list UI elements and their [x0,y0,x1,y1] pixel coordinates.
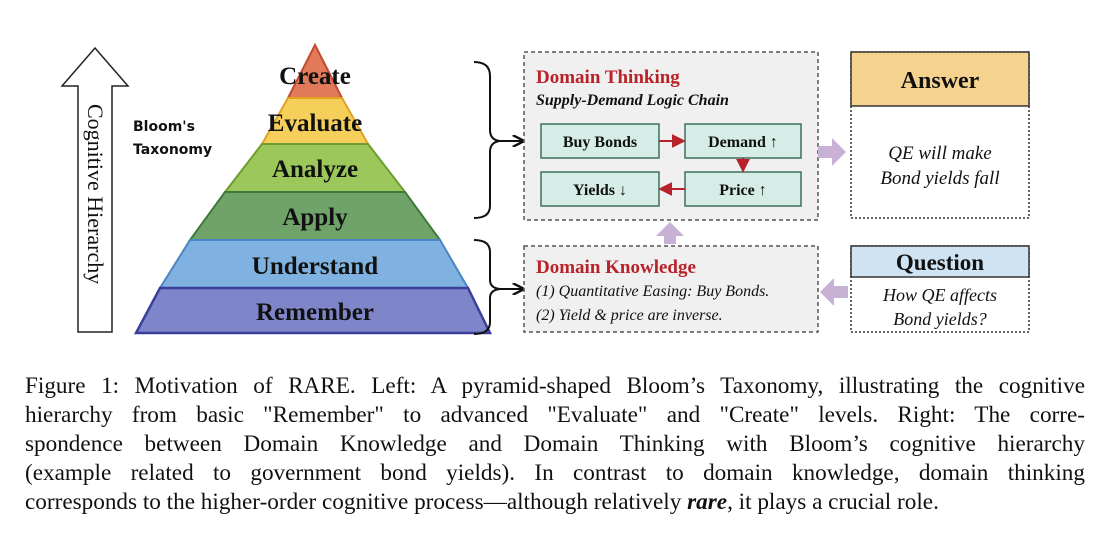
taxonomy-label-line1: Bloom's [133,119,195,135]
level-remember-band [133,286,493,335]
node-yields [540,171,660,207]
hierarchy-arrow: Cognitive Hierarchy [60,46,130,333]
answer-box: Answer QE will make Bond yields fall [850,51,1030,219]
node-demand-label: Demand ↑ [708,134,778,151]
answer-header: Answer [901,68,980,94]
level-evaluate-label: Evaluate [268,110,362,137]
caption-emphasis-rare: rare [687,489,728,515]
caption-line-5: corresponds to the higher-order cognitiv… [25,488,1085,517]
domain-knowledge-box: Domain Knowledge (1) Quantitative Easing… [523,245,819,333]
question-header: Question [896,250,984,275]
answer-header-bg [850,51,1030,107]
level-remember-label: Remember [256,299,374,326]
domain-knowledge-title: Domain Knowledge [536,257,696,278]
caption-line-4: (example related to government bond yiel… [25,460,1085,486]
node-price-label: Price ↑ [719,182,767,199]
figure-diagram: Cognitive Hierarchy Bloom's Taxonomy Cre… [60,42,1030,335]
level-create-label: Create [279,63,351,90]
question-line1: How QE affects [882,285,997,305]
domain-thinking-title: Domain Thinking [536,67,680,88]
question-header-bg [850,245,1030,278]
level-apply-label: Apply [282,204,348,231]
arrow-question-to-knowledge [820,278,848,306]
domain-knowledge-line2: (2) Yield & price are inverse. [536,307,723,324]
caption-line-1: Figure 1: Motivation of RARE. Left: A py… [25,373,1085,399]
hierarchy-axis-label: Cognitive Hierarchy [83,104,108,284]
caption-line-3: spondence between Domain Knowledge and D… [25,431,1085,457]
node-buy-bonds-label: Buy Bonds [563,134,637,151]
answer-line2: Bond yields fall [880,168,999,189]
arrow-knowledge-to-thinking [656,222,684,244]
node-price [684,171,802,207]
caption-line-5-post: , it plays a crucial role. [727,489,939,515]
arrow-thinking-to-answer [818,138,846,166]
domain-knowledge-line1: (1) Quantitative Easing: Buy Bonds. [536,283,769,300]
caption-line-5-pre: corresponds to the higher-order cognitiv… [25,489,688,515]
domain-thinking-box: Domain Thinking Supply-Demand Logic Chai… [523,51,819,221]
bloom-pyramid: Create Evaluate Analyze Apply Understand… [133,42,493,335]
question-box: Question How QE affects Bond yields? [850,245,1030,333]
level-analyze-label: Analyze [272,156,358,183]
level-understand-label: Understand [252,253,379,280]
brace-lower [473,239,522,335]
caption-line-2: hierarchy from basic "Remember" to advan… [25,402,1085,428]
taxonomy-label-line2: Taxonomy [133,142,212,158]
question-line2: Bond yields? [893,309,986,329]
answer-line1: QE will make [888,143,991,164]
brace-upper [473,61,522,219]
node-yields-label: Yields ↓ [573,182,627,199]
domain-thinking-subtitle: Supply-Demand Logic Chain [536,92,729,109]
figure-caption: Figure 1: Motivation of RARE. Left: A py… [25,372,1085,517]
